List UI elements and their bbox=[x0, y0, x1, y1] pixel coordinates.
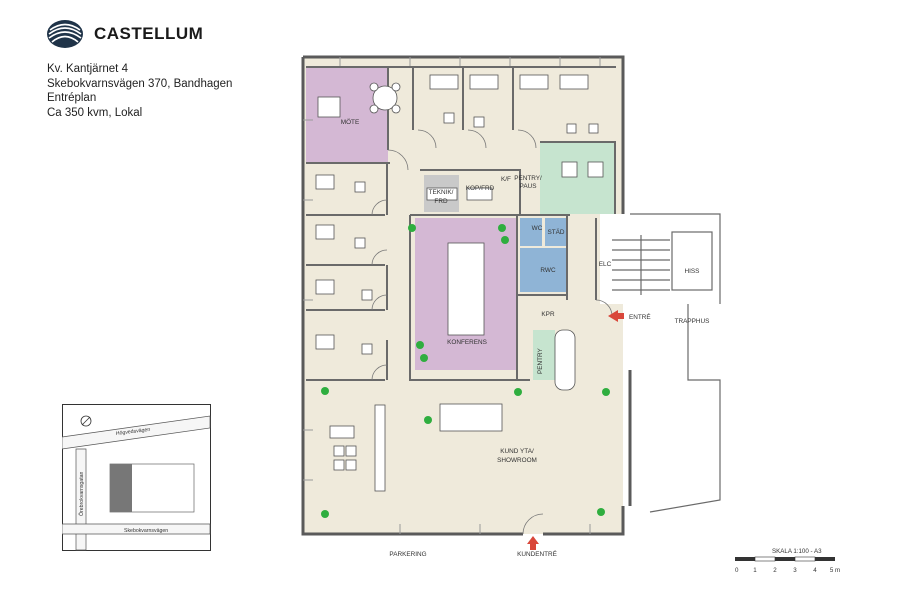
label-wc: WC bbox=[532, 225, 543, 232]
label-parkering: PARKERING bbox=[389, 551, 426, 558]
label-hiss: HISS bbox=[685, 268, 700, 275]
plant-icon bbox=[321, 387, 329, 395]
plants bbox=[321, 224, 610, 518]
stairs bbox=[612, 213, 721, 513]
brand-name: CASTELLUM bbox=[94, 24, 204, 43]
scale-tick-label: 3 bbox=[793, 567, 797, 574]
street-left: Örebrokvarnsgatan bbox=[78, 471, 85, 516]
property-info: Kv. Kantjärnet 4 Skebokvarnsvägen 370, B… bbox=[47, 62, 232, 120]
label-teknik-2: FRD bbox=[434, 198, 448, 205]
floor-name: Entréplan bbox=[47, 92, 97, 104]
label-konferens: KONFERENS bbox=[447, 339, 487, 346]
scale-bar: SKALA 1:100 - A3 0 1 2 3 4 5 m bbox=[735, 548, 840, 574]
location-map: Högvedsvägen Örebrokvarnsgatan Skebokvar… bbox=[62, 404, 211, 551]
furniture bbox=[315, 74, 604, 492]
plant-icon bbox=[420, 354, 428, 362]
label-pentry-paus-2: PAUS bbox=[520, 183, 537, 190]
scale-tick-label: 4 bbox=[813, 567, 817, 574]
label-pentry: PENTRY bbox=[537, 347, 544, 374]
label-mote: MÖTE bbox=[341, 118, 359, 126]
label-elc: ELC bbox=[599, 261, 612, 268]
street-bottom: Skebokvarnsvägen bbox=[124, 528, 168, 534]
plant-icon bbox=[416, 341, 424, 349]
room-wc bbox=[520, 218, 542, 246]
entrance-arrows bbox=[527, 310, 624, 550]
plant-icon bbox=[514, 388, 522, 396]
label-kf: K/F bbox=[501, 176, 511, 183]
castellum-logo-icon bbox=[47, 20, 83, 48]
entrance-arrow-icon bbox=[527, 536, 539, 550]
label-pentry-paus-1: PENTRY/ bbox=[514, 175, 542, 182]
brand: CASTELLUM bbox=[46, 18, 203, 50]
label-rwc: RWC bbox=[540, 267, 556, 274]
scale-ticks: 0 1 2 3 4 5 m bbox=[735, 567, 840, 574]
window-marks bbox=[303, 57, 601, 534]
room-rwc bbox=[520, 248, 567, 292]
label-kpr: KPR bbox=[541, 311, 555, 318]
plant-icon bbox=[408, 224, 416, 232]
scale-tick-label: 2 bbox=[773, 567, 777, 574]
north-arrow-icon bbox=[80, 415, 92, 427]
plant-icon bbox=[602, 388, 610, 396]
street-top: Högvedsvägen bbox=[116, 427, 151, 437]
scale-tick-label: 5 m bbox=[830, 567, 840, 574]
label-showroom-2: SHOWROOM bbox=[497, 457, 537, 464]
scale-label: SKALA 1:100 - A3 bbox=[772, 548, 822, 555]
plant-icon bbox=[501, 236, 509, 244]
room-pentry-paus bbox=[540, 142, 615, 214]
plant-icon bbox=[424, 416, 432, 424]
plant-icon bbox=[498, 224, 506, 232]
label-teknik-1: TEKNIK/ bbox=[429, 189, 454, 196]
doors bbox=[371, 129, 613, 535]
property-address: Skebokvarnsvägen 370, Bandhagen bbox=[47, 77, 233, 90]
label-showroom-1: KUND YTA/ bbox=[500, 448, 534, 455]
label-kop: KOP/FRD bbox=[466, 185, 495, 192]
floor-area: Ca 350 kvm, Lokal bbox=[47, 106, 143, 119]
label-entre: ENTRÉ bbox=[629, 312, 651, 321]
property-name: Kv. Kantjärnet 4 bbox=[47, 63, 128, 75]
label-trapphus: TRAPPHUS bbox=[675, 318, 710, 325]
interior-walls bbox=[306, 66, 616, 381]
scale-tick-label: 0 bbox=[735, 567, 739, 574]
room-stad bbox=[545, 218, 567, 246]
scale-tick-label: 1 bbox=[753, 567, 757, 574]
plant-icon bbox=[321, 510, 329, 518]
label-stad: STÄD bbox=[547, 228, 564, 236]
label-kundentre: KUNDENTRÉ bbox=[517, 549, 557, 558]
plant-icon bbox=[597, 508, 605, 516]
entrance-arrow-icon bbox=[608, 310, 624, 322]
room-pentry bbox=[533, 330, 555, 380]
